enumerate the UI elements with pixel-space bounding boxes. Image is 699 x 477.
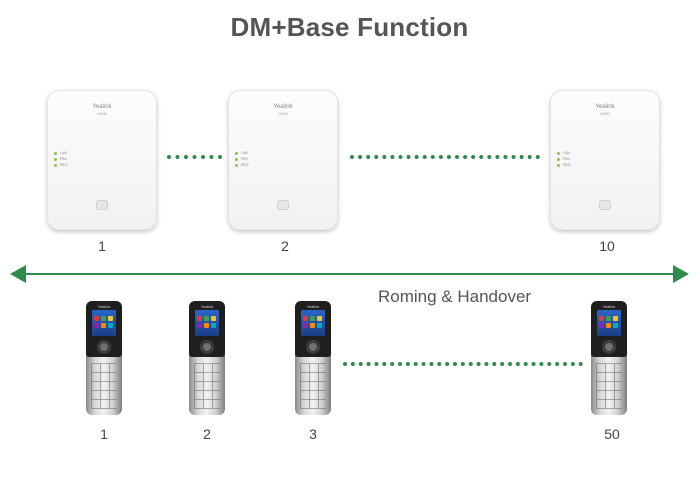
base-leds: LAN PBX REG — [54, 150, 68, 168]
handset-brand: Yealink — [200, 304, 214, 309]
handset-label-1: 1 — [100, 426, 108, 442]
handset-brand: Yealink — [306, 304, 320, 309]
led-pbx: PBX — [557, 156, 571, 162]
keypad — [300, 363, 326, 409]
base-button — [599, 200, 611, 210]
handset-brand: Yealink — [602, 304, 616, 309]
arrow-right-head — [673, 265, 689, 283]
led-pbx: PBX — [54, 156, 68, 162]
base-connector-2-10 — [350, 155, 540, 159]
base-model: W90B — [600, 112, 610, 116]
keypad — [596, 363, 622, 409]
base-leds: LAN PBX REG — [557, 150, 571, 168]
keypad — [91, 363, 117, 409]
handset-50: Yealink — [591, 301, 627, 415]
handset-screen — [597, 310, 621, 336]
nav-key-icon — [97, 340, 111, 354]
base-label-10: 10 — [599, 238, 615, 254]
base-station-1: Yealink W90B LAN PBX REG — [47, 90, 157, 230]
handset-1: Yealink — [86, 301, 122, 415]
led-pbx: PBX — [235, 156, 249, 162]
base-model: W90B — [97, 112, 107, 116]
handset-label-3: 3 — [309, 426, 317, 442]
nav-key-icon — [200, 340, 214, 354]
nav-key-icon — [602, 340, 616, 354]
led-reg: REG — [235, 162, 249, 168]
diagram-title: DM+Base Function — [230, 12, 469, 42]
led-lan: LAN — [235, 150, 249, 156]
handset-screen — [301, 310, 325, 336]
base-leds: LAN PBX REG — [235, 150, 249, 168]
roaming-arrow-line — [22, 273, 677, 275]
base-label-1: 1 — [98, 238, 106, 254]
base-model: W90B — [278, 112, 288, 116]
base-station-2: Yealink W90B LAN PBX REG — [228, 90, 338, 230]
base-brand: Yealink — [92, 104, 112, 110]
handset-3: Yealink — [295, 301, 331, 415]
led-lan: LAN — [557, 150, 571, 156]
led-reg: REG — [54, 162, 68, 168]
base-button — [277, 200, 289, 210]
base-button — [96, 200, 108, 210]
handset-top: Yealink — [86, 301, 122, 357]
handset-connector-3-50 — [343, 362, 583, 366]
led-reg: REG — [557, 162, 571, 168]
base-brand: Yealink — [273, 104, 293, 110]
handset-label-50: 50 — [604, 426, 620, 442]
handset-2: Yealink — [189, 301, 225, 415]
led-lan: LAN — [54, 150, 68, 156]
keypad — [194, 363, 220, 409]
handset-screen — [92, 310, 116, 336]
arrow-left-head — [10, 265, 26, 283]
base-label-2: 2 — [281, 238, 289, 254]
handset-label-2: 2 — [203, 426, 211, 442]
base-brand: Yealink — [595, 104, 615, 110]
handset-top: Yealink — [591, 301, 627, 357]
base-station-10: Yealink W90B LAN PBX REG — [550, 90, 660, 230]
handset-top: Yealink — [295, 301, 331, 357]
roaming-label: Roming & Handover — [378, 287, 532, 306]
nav-key-icon — [306, 340, 320, 354]
handset-screen — [195, 310, 219, 336]
handset-top: Yealink — [189, 301, 225, 357]
handset-brand: Yealink — [97, 304, 111, 309]
base-connector-1-2 — [167, 155, 222, 159]
